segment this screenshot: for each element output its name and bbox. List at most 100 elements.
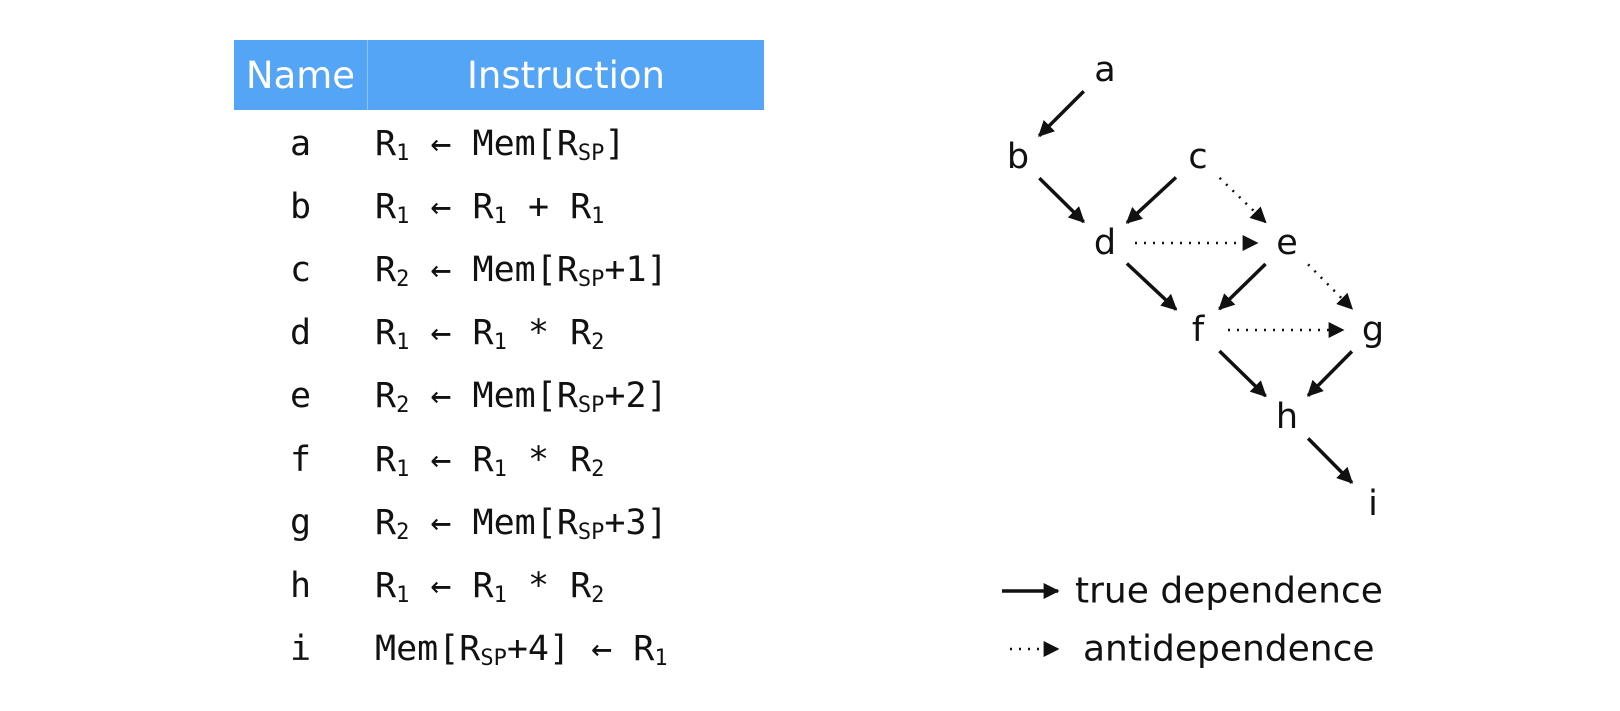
graph-node-a: a [1094, 50, 1115, 90]
instruction-text: +1] [604, 249, 668, 290]
graph-node-i: i [1368, 484, 1378, 524]
instruction-cell: R2 ← Mem[RSP+3] [367, 502, 668, 545]
true-dependence-legend-label: true dependence [1075, 571, 1383, 612]
instruction-text: R [375, 249, 397, 290]
graph-node-h: h [1276, 397, 1298, 437]
instruction-name-cell: g [289, 502, 312, 543]
true-dependence-edge-h-i [1306, 437, 1354, 484]
instruction-cell: R1 ← R1 + R1 [367, 186, 605, 229]
instruction-text: ← Mem[R [409, 502, 578, 543]
instruction-name-cell: i [289, 629, 312, 670]
instruction-subscript: 1 [396, 330, 410, 356]
instruction-subscript: 1 [396, 582, 410, 608]
antidependence-legend-label: antidependence [1083, 629, 1375, 670]
instruction-subscript: 2 [396, 393, 410, 419]
instruction-text: ← R [409, 313, 494, 354]
instruction-subscript: SP [577, 393, 605, 419]
instruction-text: R [375, 565, 397, 606]
instruction-subscript: 2 [396, 519, 410, 545]
instruction-subscript: 2 [396, 266, 410, 292]
instruction-text: R [375, 123, 397, 164]
instruction-text: R [375, 313, 397, 354]
instruction-name-cell: e [289, 376, 312, 417]
table-row: c R2 ← Mem[RSP+1] [234, 238, 764, 301]
table-row: i Mem[RSP+4] ← R1 [234, 618, 764, 681]
instruction-text: R [375, 502, 397, 543]
true-dependence-edge-c-d [1125, 176, 1178, 224]
instruction-cell: Mem[RSP+4] ← R1 [367, 629, 668, 672]
true-dependence-edge-a-b [1037, 89, 1086, 138]
instruction-text: R [375, 376, 397, 417]
true-dependence-edge-b-d [1038, 176, 1085, 224]
true-dependence-edge-g-h [1306, 350, 1354, 397]
instruction-subscript: 1 [493, 456, 507, 482]
instruction-subscript: SP [577, 266, 605, 292]
name-column-header: Name [234, 40, 368, 110]
instruction-text: ← Mem[R [409, 376, 578, 417]
instruction-text: R [375, 439, 397, 480]
table-row: e R2 ← Mem[RSP+2] [234, 365, 764, 428]
instruction-cell: R1 ← R1 * R2 [367, 439, 604, 482]
instruction-subscript: 1 [654, 646, 668, 672]
instruction-subscript: 1 [396, 203, 410, 229]
instruction-column-header: Instruction [466, 53, 666, 97]
graph-node-g: g [1362, 310, 1384, 350]
graph-node-c: c [1188, 137, 1207, 177]
instruction-text: * R [506, 313, 592, 354]
table-row: a R1 ← Mem[RSP] [234, 112, 764, 175]
antidependence-edge-c-e [1218, 176, 1267, 224]
instruction-name-cell: c [289, 249, 312, 290]
graph-node-d: d [1094, 223, 1116, 263]
instruction-text: +4] ← R [506, 629, 655, 670]
instruction-text: * R [506, 439, 592, 480]
graph-node-e: e [1276, 223, 1298, 263]
instruction-name-cell: b [289, 186, 312, 227]
instruction-subscript: SP [577, 519, 605, 545]
instruction-text: ← R [409, 565, 494, 606]
instruction-cell: R1 ← R1 * R2 [367, 313, 605, 356]
true-dependence-edge-f-h [1218, 349, 1267, 398]
instruction-subscript: 2 [591, 330, 605, 356]
table-row: f R1 ← R1 * R2 [234, 428, 764, 491]
table-row: g R2 ← Mem[RSP+3] [234, 491, 764, 554]
instruction-name-cell: f [289, 439, 312, 480]
instruction-name-cell: a [289, 123, 312, 164]
graph-nodes: a b c d e f g h i [1007, 50, 1384, 524]
true-dependence-edge-d-f [1125, 262, 1178, 311]
legend: true dependence antidependence [1002, 571, 1383, 670]
instruction-cell: R1 ← Mem[RSP] [367, 123, 626, 166]
instruction-text: +2] [604, 376, 668, 417]
instruction-subscript: 1 [396, 456, 410, 482]
graph-node-f: f [1192, 310, 1205, 350]
instruction-subscript: 1 [591, 203, 605, 229]
instruction-text: R [375, 186, 397, 227]
instruction-subscript: 1 [493, 330, 507, 356]
true-dependence-edge-e-f [1218, 262, 1267, 311]
instruction-subscript: 1 [396, 140, 410, 166]
antidependence-edge-e-g [1307, 263, 1354, 310]
graph-node-b: b [1007, 137, 1029, 177]
instruction-text: ← Mem[R [409, 123, 578, 164]
instruction-text: ← Mem[R [409, 249, 578, 290]
instruction-text: +3] [604, 502, 668, 543]
instruction-subscript: 1 [493, 582, 507, 608]
instruction-name-cell: h [289, 565, 312, 606]
instruction-text: ← R [409, 186, 494, 227]
instruction-text: + R [506, 186, 592, 227]
table-header: Name Instruction [234, 40, 764, 110]
instruction-subscript: 2 [591, 582, 605, 608]
instruction-cell: R2 ← Mem[RSP+2] [367, 376, 668, 419]
instruction-cell: R2 ← Mem[RSP+1] [367, 249, 668, 292]
instruction-text: ] [604, 123, 626, 164]
instruction-text: ← R [409, 439, 494, 480]
instruction-subscript: SP [577, 140, 605, 166]
instruction-text: Mem[R [375, 629, 481, 670]
instruction-cell: R1 ← R1 * R2 [367, 565, 605, 608]
instruction-subscript: 1 [493, 203, 507, 229]
